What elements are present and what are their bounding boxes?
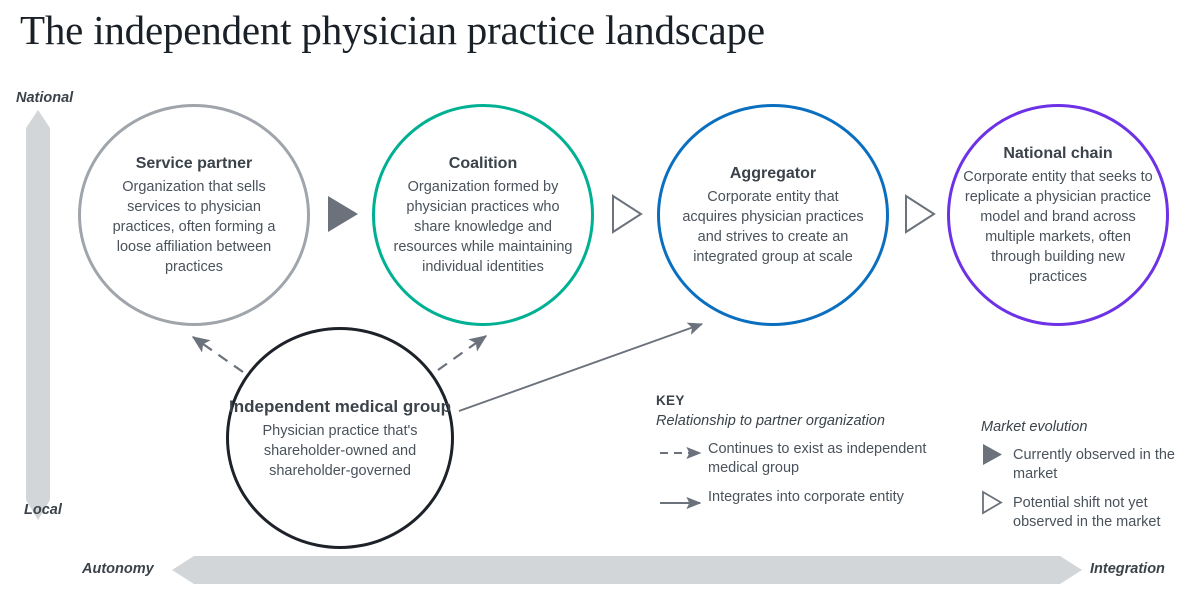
node-title: National chain xyxy=(1003,144,1113,162)
key-subheading-market-evolution: Market evolution xyxy=(981,419,1088,435)
key-subheading-relationship: Relationship to partner organization xyxy=(656,413,885,429)
node-coalition[interactable]: Coalition Organization formed by physici… xyxy=(372,104,594,326)
axis-label-autonomy: Autonomy xyxy=(82,561,154,577)
node-description: Organization that sells services to phys… xyxy=(112,178,276,275)
axis-label-local: Local xyxy=(24,502,62,518)
market-triangle-outline-2 xyxy=(905,194,936,234)
horizontal-axis-arrow xyxy=(172,556,1082,584)
solid-arrow-to-aggregator xyxy=(458,322,704,412)
key-item-integrates-into: Integrates into corporate entity xyxy=(656,488,946,508)
node-description: Physician practice that's shareholder-ow… xyxy=(262,422,418,479)
filled-triangle-icon-slot xyxy=(981,446,1013,466)
key-item-currently-observed: Currently observed in the market xyxy=(981,446,1193,484)
key-item-continues-to-exist: Continues to exist as independent medica… xyxy=(656,440,946,478)
dashed-arrow-to-service-partner xyxy=(191,336,244,373)
outline-triangle-icon-slot xyxy=(981,494,1013,514)
node-aggregator[interactable]: Aggregator Corporate entity that acquire… xyxy=(657,104,889,326)
node-national-chain[interactable]: National chain Corporate entity that see… xyxy=(947,104,1169,326)
key-heading: KEY xyxy=(656,393,685,408)
key-legend-relationship: KEY Relationship to partner organization… xyxy=(656,393,946,518)
node-title: Aggregator xyxy=(729,164,817,182)
solid-arrow-icon-slot xyxy=(656,488,708,508)
node-title: Service partner xyxy=(135,154,253,172)
axis-label-national: National xyxy=(16,90,74,106)
key-item-label: Potential shift not yet observed in the … xyxy=(1013,495,1161,530)
node-title: Independent medical group xyxy=(229,396,451,416)
node-description: Organization formed by physician practic… xyxy=(393,178,573,275)
node-description: Corporate entity that acquires physician… xyxy=(682,188,864,265)
market-triangle-filled-1 xyxy=(328,196,358,232)
key-item-label: Continues to exist as independent medica… xyxy=(708,441,927,476)
key-legend-market-evolution: Market evolution Currently observed in t… xyxy=(981,419,1193,542)
vertical-axis-arrow xyxy=(26,110,50,520)
node-title: Coalition xyxy=(448,154,518,172)
node-service-partner[interactable]: Service partner Organization that sells … xyxy=(78,104,310,326)
dashed-arrow-to-coalition xyxy=(437,335,488,371)
dashed-arrow-icon-slot xyxy=(656,440,708,460)
page-title: The independent physician practice lands… xyxy=(20,7,765,53)
key-filled-triangle-icon xyxy=(983,444,1002,465)
key-item-potential-shift: Potential shift not yet observed in the … xyxy=(981,494,1193,532)
key-outline-triangle-icon xyxy=(982,490,1003,515)
key-item-label: Currently observed in the market xyxy=(1013,447,1175,482)
axis-label-integration: Integration xyxy=(1090,561,1165,577)
node-description: Corporate entity that seeks to replicate… xyxy=(963,168,1153,285)
node-independent-medical-group[interactable]: Independent medical group Physician prac… xyxy=(226,327,454,549)
market-triangle-outline-1 xyxy=(612,194,643,234)
key-item-label: Integrates into corporate entity xyxy=(708,489,904,505)
